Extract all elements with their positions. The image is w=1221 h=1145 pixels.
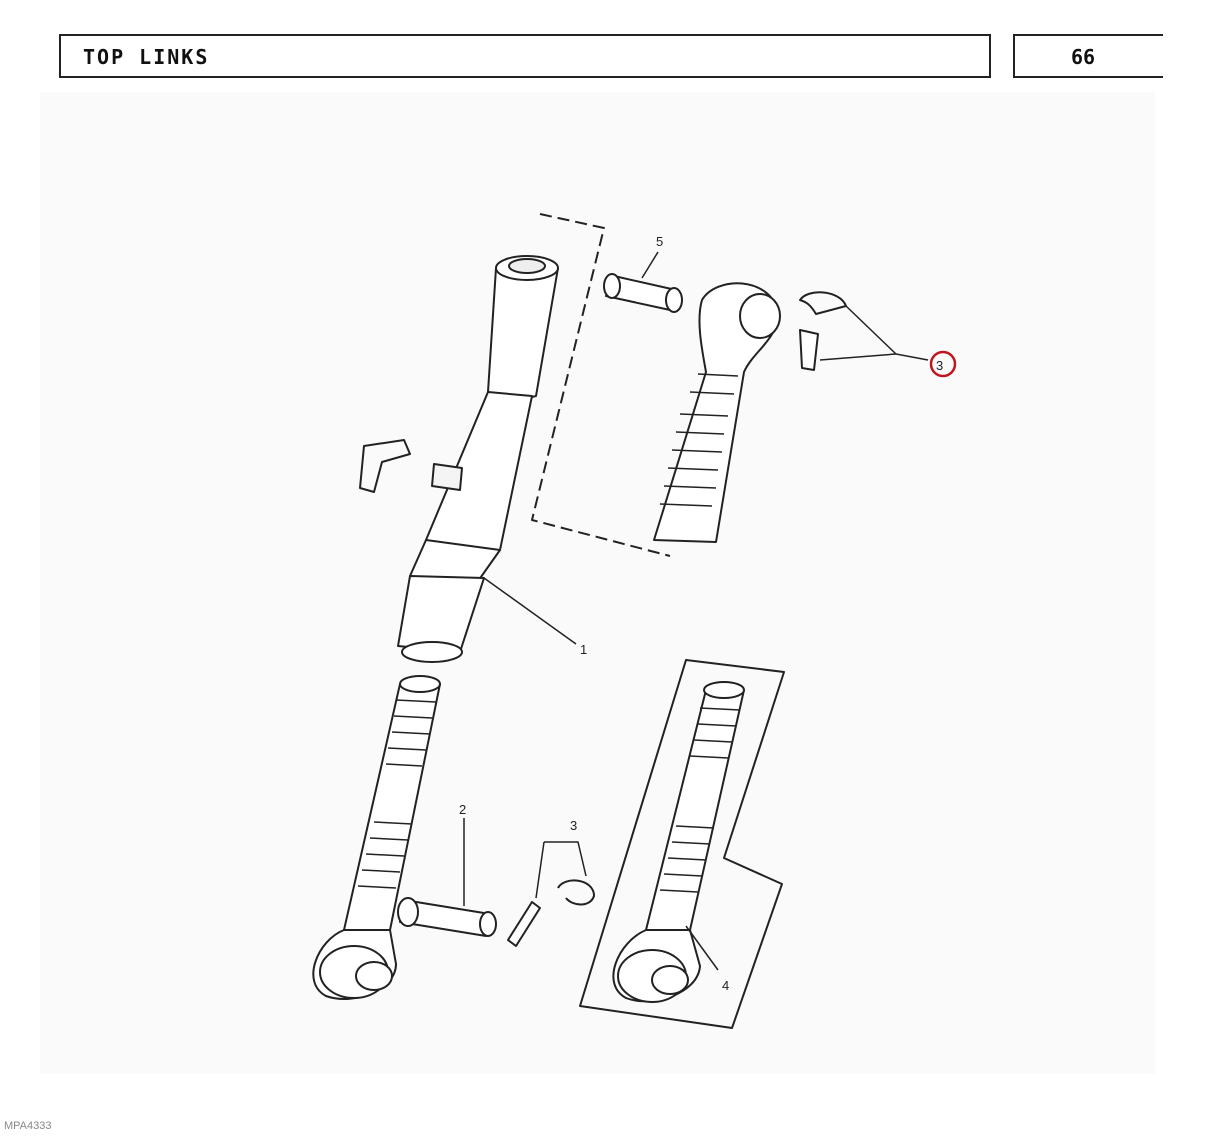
exploded-view-bracket [531, 213, 671, 557]
top-link-barrel [359, 255, 559, 663]
upper-ball-end [653, 282, 781, 543]
callout-3-top: 3 [936, 358, 943, 373]
callout-5: 5 [656, 234, 663, 249]
callout-leader-4 [685, 925, 719, 971]
lower-threaded-rod [312, 675, 441, 1000]
callout-4: 4 [722, 978, 729, 993]
page-number-box: 66 [1013, 34, 1163, 78]
diagram-background [40, 92, 1155, 1074]
alternative-link-frame [579, 659, 785, 1029]
linch-pin-lower [507, 879, 595, 947]
alternative-link-part-4 [612, 681, 745, 1003]
callout-leader-3-top-tail [895, 353, 929, 361]
callout-leader-1 [483, 577, 577, 645]
callout-1: 1 [580, 642, 587, 657]
page-number: 66 [1071, 45, 1096, 69]
pin-part-5 [603, 273, 683, 313]
callout-leader-3-bottom [535, 841, 587, 899]
callout-3-bottom: 3 [570, 818, 577, 833]
linch-pin-upper [799, 291, 847, 371]
highlight-circle [929, 350, 957, 378]
page-title: TOP LINKS [83, 45, 210, 69]
pin-part-2 [397, 897, 497, 937]
title-box: TOP LINKS [59, 34, 991, 78]
callout-leader-5 [641, 251, 659, 279]
drawing-code: MPA4333 [4, 1120, 52, 1132]
callout-2: 2 [459, 802, 466, 817]
